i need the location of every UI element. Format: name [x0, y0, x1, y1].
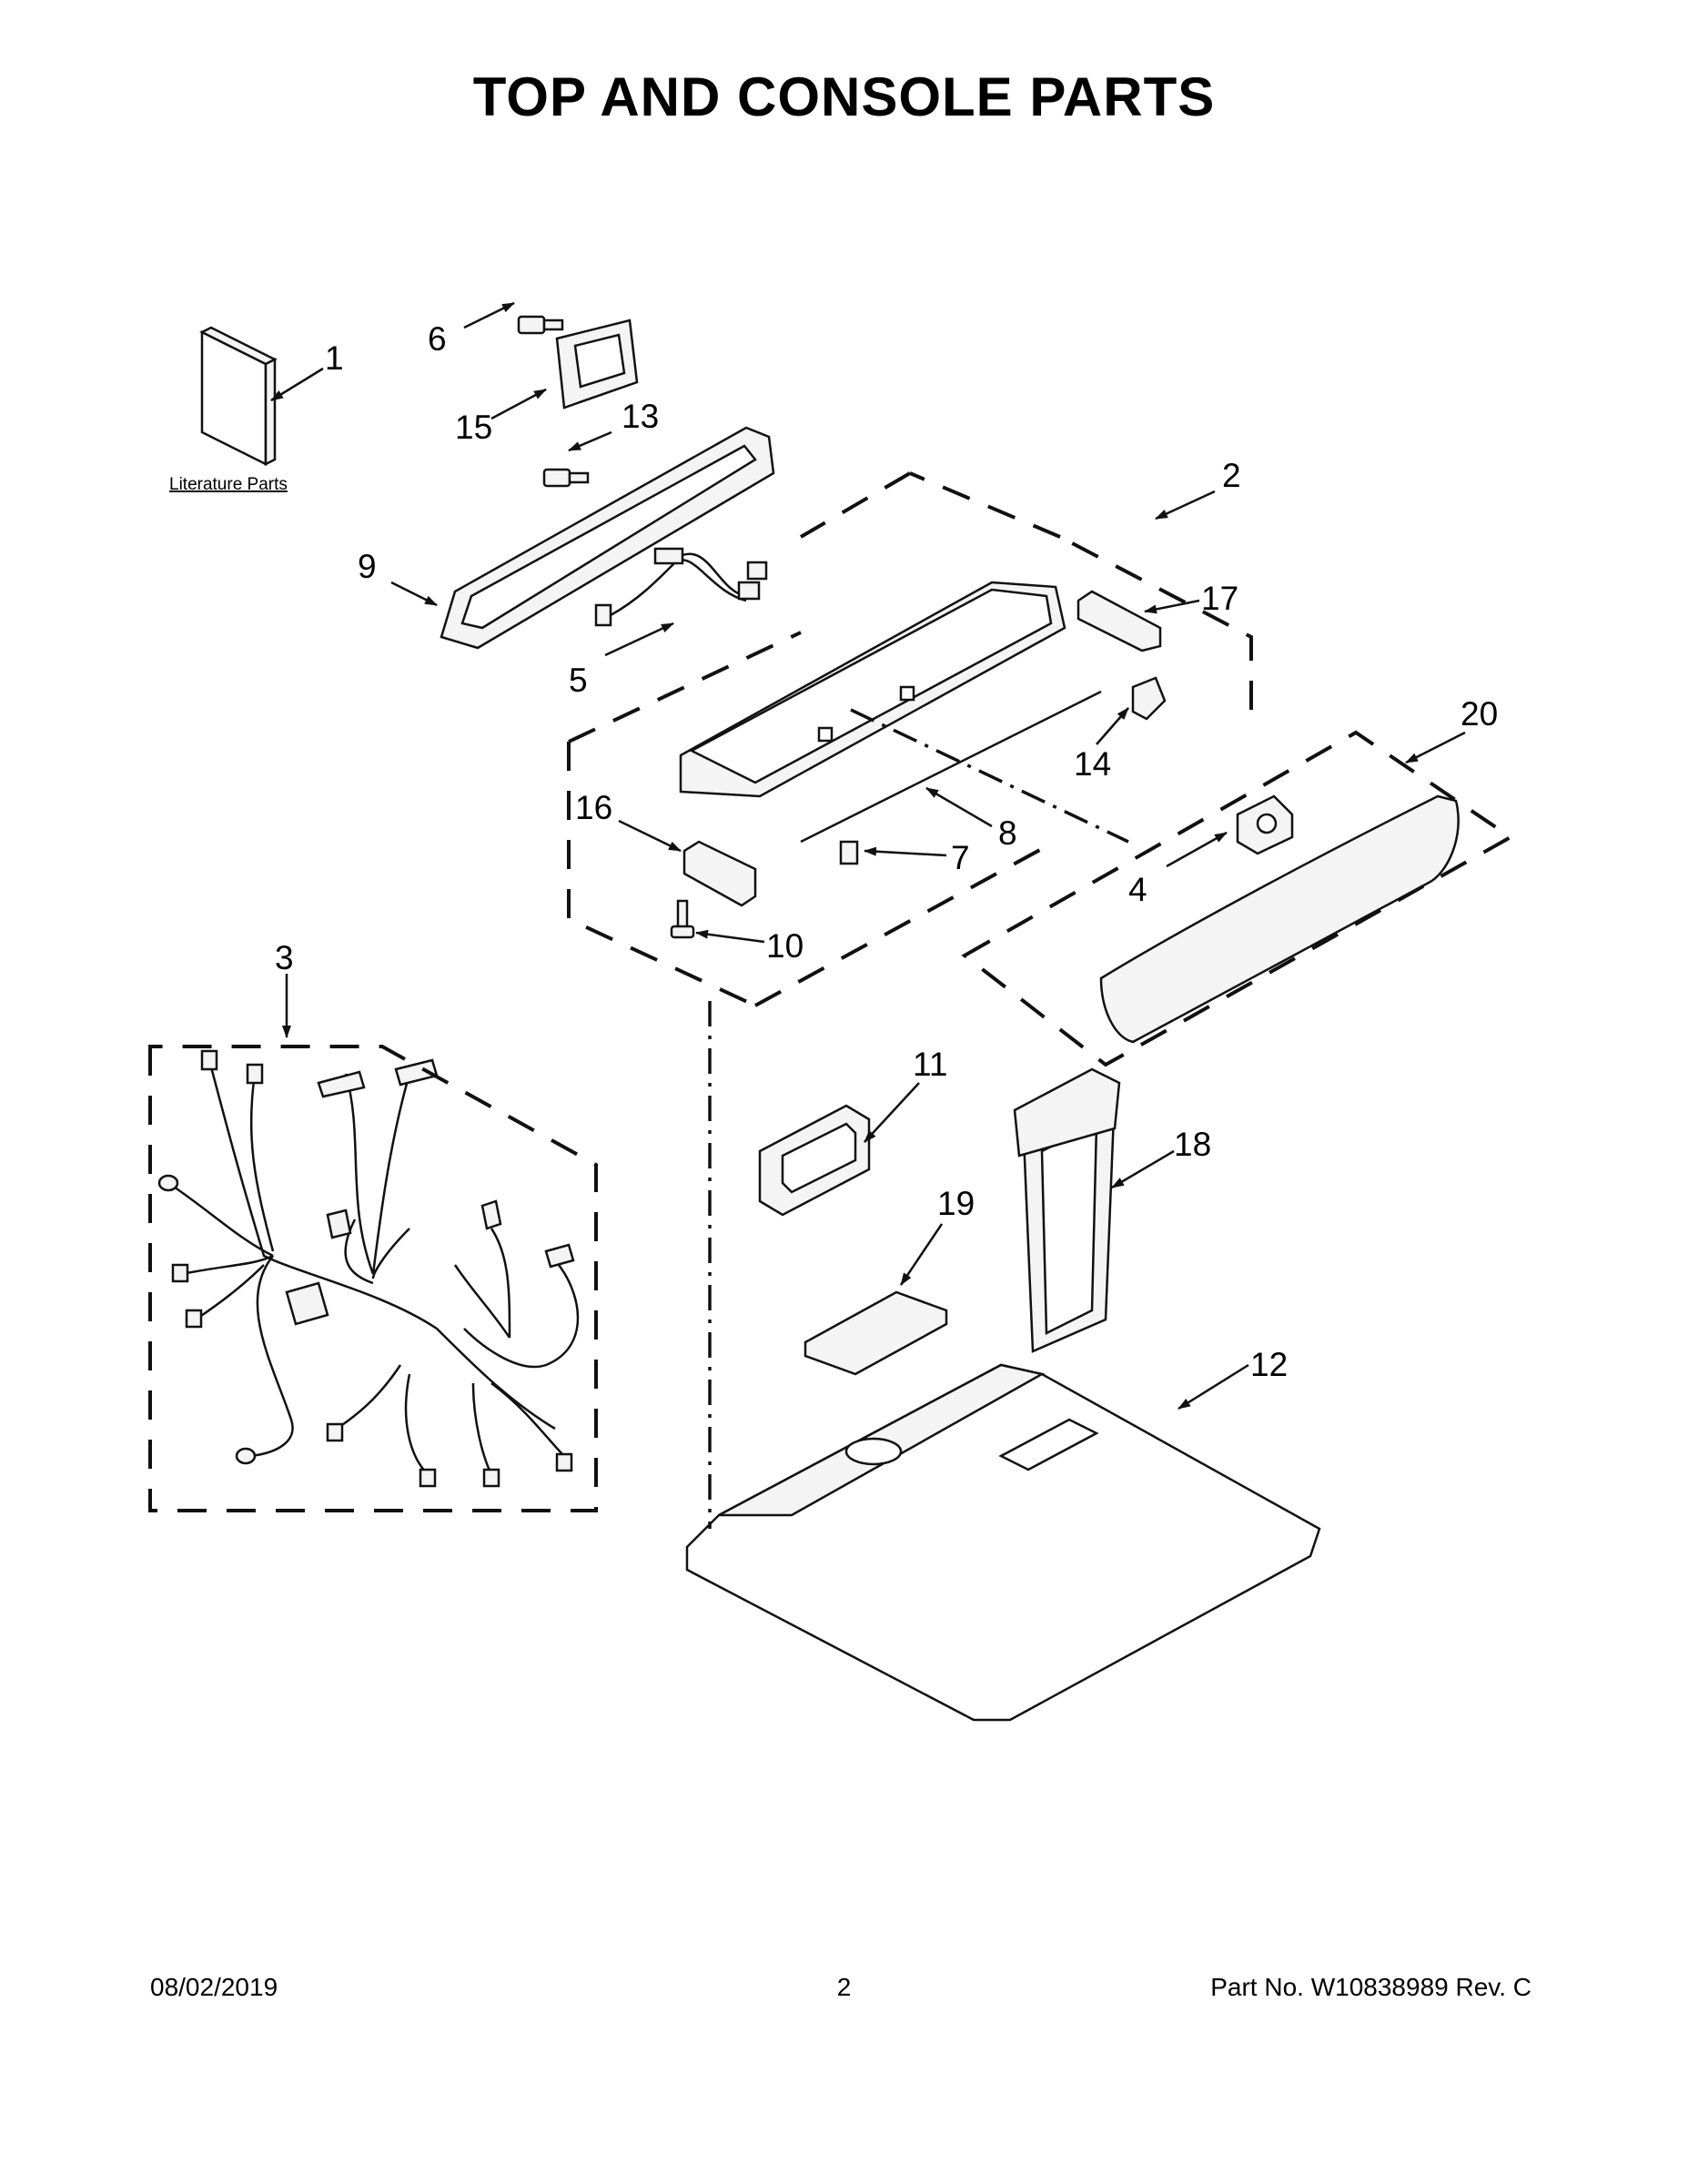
callout-15: 15: [455, 409, 492, 446]
leader-2: [1155, 490, 1216, 521]
group-outline-20: [961, 730, 1514, 1067]
leader-1: [270, 367, 324, 402]
bracket-15: [555, 318, 639, 410]
control-board-11: [758, 1104, 871, 1217]
callout-14: 14: [1074, 745, 1111, 783]
leader-15: [490, 388, 547, 420]
rod-8: [800, 690, 1102, 844]
leader-9: [390, 581, 438, 607]
lint-screen-18: [1013, 1067, 1121, 1353]
callout-11: 11: [913, 1046, 947, 1083]
callout-13: 13: [622, 398, 659, 435]
leader-4: [1166, 831, 1228, 868]
leader-7: [864, 846, 947, 857]
footer-part-number: Part No. W10838989 Rev. C: [1210, 1973, 1531, 2001]
bracket-17: [1076, 590, 1162, 652]
callout-1: 1: [325, 339, 344, 377]
group-outline-3: [148, 1045, 598, 1512]
main-harness-3: [157, 1049, 580, 1488]
leader-19: [899, 1223, 944, 1286]
wire-harness-5: [594, 547, 768, 627]
callout-16: 16: [575, 789, 612, 826]
console-trim-9: [440, 426, 775, 650]
clip-7: [839, 840, 859, 865]
callout-18: 18: [1174, 1126, 1211, 1163]
callout-20: 20: [1461, 695, 1498, 733]
assembly-path-line-2: [850, 708, 1129, 844]
top-panel-12: [685, 1363, 1321, 1722]
callout-7: 7: [951, 839, 970, 876]
screw-6: [517, 315, 564, 335]
callout-10: 10: [766, 927, 804, 965]
callout-6: 6: [428, 320, 447, 358]
footer-page-number: 2: [836, 1973, 852, 2001]
callout-9: 9: [358, 548, 377, 585]
panel-20: [1099, 794, 1460, 1044]
leader-6: [463, 301, 515, 329]
footer-date: 08/02/2019: [150, 1973, 278, 2001]
part-19: [804, 1290, 948, 1376]
page-title: TOP AND CONSOLE PARTS: [472, 66, 1216, 127]
screw-13: [542, 468, 590, 488]
leader-10: [695, 929, 765, 944]
leader-14: [1096, 707, 1129, 745]
callout-2: 2: [1222, 457, 1241, 494]
leader-11: [864, 1082, 920, 1143]
leader-20: [1405, 731, 1466, 764]
console-body-2: [679, 581, 1066, 798]
leader-16: [618, 819, 682, 853]
callout-8: 8: [998, 814, 1017, 852]
leader-8: [925, 786, 993, 828]
clip-14: [1131, 676, 1167, 721]
callout-19: 19: [937, 1185, 975, 1222]
leader-18: [1111, 1149, 1175, 1189]
literature-booklet: [199, 326, 278, 467]
callout-4: 4: [1128, 871, 1147, 908]
knob-4: [1236, 794, 1294, 855]
part-16: [682, 840, 757, 907]
callout-5: 5: [569, 662, 588, 699]
leader-12: [1178, 1363, 1249, 1410]
literature-parts-label: Literature Parts: [169, 475, 288, 494]
callout-17: 17: [1201, 580, 1238, 617]
callout-12: 12: [1250, 1346, 1288, 1383]
leader-5: [604, 622, 674, 657]
screw-10: [670, 899, 695, 939]
leader-13: [568, 430, 612, 452]
callout-3: 3: [275, 939, 294, 976]
group-outline-2: [567, 471, 1253, 1007]
leader-17: [1144, 599, 1200, 614]
